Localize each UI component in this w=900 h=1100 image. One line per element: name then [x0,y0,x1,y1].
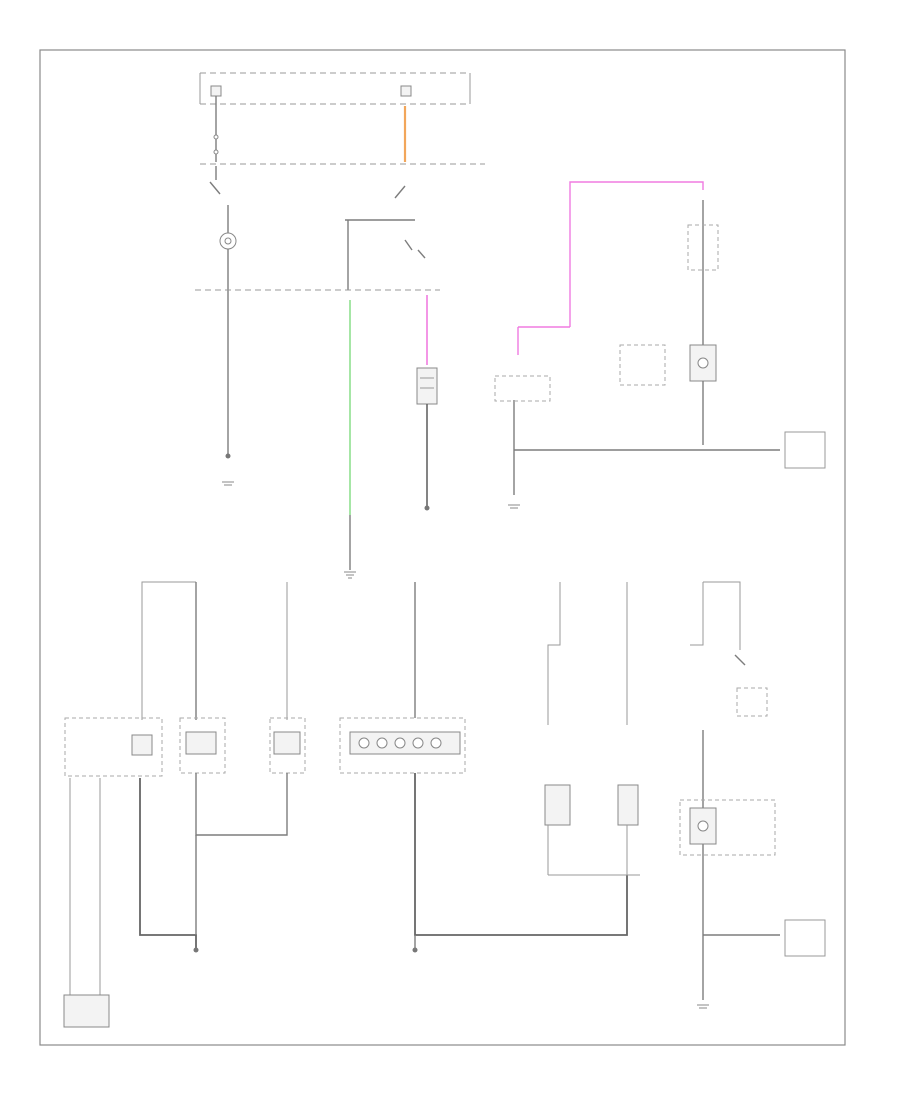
fuse-icon [400,85,412,97]
connector-icon [424,505,430,511]
relay-icon [689,344,717,382]
switch-icon [734,654,746,666]
relay-icon [736,687,768,717]
relay-icon [619,344,666,386]
wire-b4 [547,582,561,725]
connector-icon [131,734,153,756]
switch-icon [394,185,406,199]
switch-icon [209,166,221,195]
relay-icon [63,994,110,1028]
pink-wire-long [569,181,704,327]
bulb-icon [219,232,237,250]
relay-icon [679,799,776,856]
wire-b7 [703,581,741,650]
connector-icon [273,731,301,755]
connector-housing-2 [179,717,226,774]
relay-icon [687,224,719,271]
wire-c4 [195,773,288,836]
connector-icon [225,453,231,459]
connector-icon [213,149,219,155]
wire-c6 [414,773,628,936]
wire-b6 [690,582,704,646]
connector-housing-1 [64,717,163,777]
ground-icon [697,1004,709,1009]
ground-icon [344,571,356,579]
connector-icon [193,947,199,953]
ground-icon [222,481,234,486]
connector-housing-4 [339,717,466,774]
fuse-icon [210,85,222,97]
wire-c3 [139,778,197,950]
ground-icon [508,504,520,509]
relay-icon [494,375,551,402]
connector-icon [697,357,709,369]
switch-icon [404,239,426,259]
relay-icon [784,431,826,469]
wire-bottom-left [141,581,196,720]
connector-icon [213,134,219,140]
relay-icon [784,919,826,957]
relay-icon [617,784,639,826]
connector-icon [416,367,438,405]
connector-icon [349,731,461,755]
connector-icon [697,820,709,832]
connector-icon [185,731,217,755]
relay-icon [544,784,571,826]
diagram-frame [39,49,846,1046]
